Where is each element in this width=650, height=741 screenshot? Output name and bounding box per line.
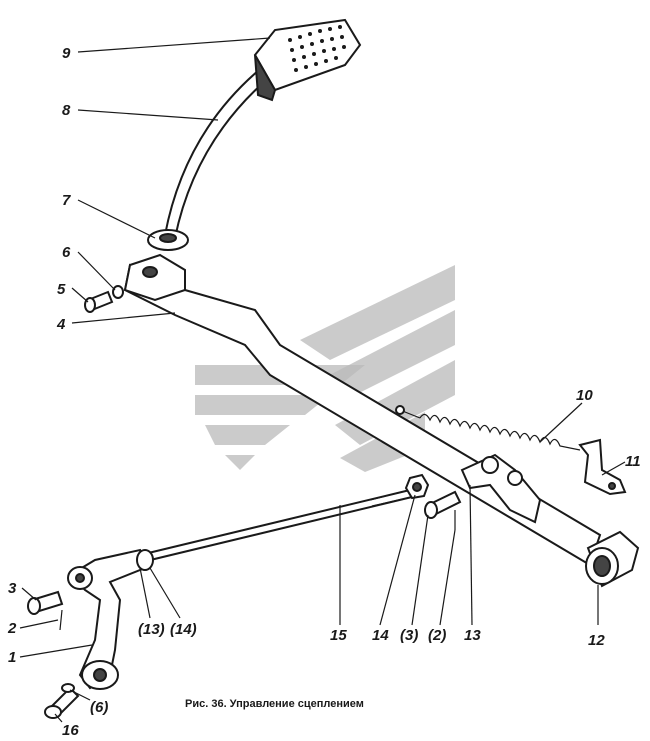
top-bolt xyxy=(84,285,124,313)
leader-4 xyxy=(71,312,176,324)
leader-9 xyxy=(77,37,271,53)
label-14: 14 xyxy=(372,627,389,644)
pedal-stem xyxy=(163,63,274,240)
label-paren-6: (6) xyxy=(90,699,108,716)
pin-right xyxy=(424,490,462,530)
label-paren-2: (2) xyxy=(428,627,446,644)
return-spring xyxy=(395,405,581,451)
label-8: 8 xyxy=(62,102,71,119)
leader-8 xyxy=(77,109,219,121)
leader-10 xyxy=(539,402,583,443)
label-1: 1 xyxy=(8,649,16,666)
label-2: 2 xyxy=(7,620,17,637)
leader-14 xyxy=(379,494,416,626)
clutch-rod xyxy=(138,488,414,564)
spring-bracket xyxy=(578,438,627,496)
leader-3 xyxy=(21,587,37,601)
label-3: 3 xyxy=(8,580,17,597)
leader-11 xyxy=(601,461,626,476)
main-lever xyxy=(123,253,602,567)
label-5: 5 xyxy=(57,281,66,298)
leader-7 xyxy=(77,199,156,239)
rod-nut xyxy=(404,473,430,500)
leader-lines xyxy=(19,37,626,723)
label-16: 16 xyxy=(62,722,79,739)
leader-6 xyxy=(77,251,116,291)
figure-caption: Рис. 36. Управление сцеплением xyxy=(185,698,364,710)
label-10: 10 xyxy=(576,387,593,404)
label-7: 7 xyxy=(62,192,71,209)
leader-p13 xyxy=(139,567,151,619)
leader-p6 xyxy=(69,689,91,701)
bottom-bolt xyxy=(44,683,80,719)
label-15: 15 xyxy=(330,627,347,644)
label-6: 6 xyxy=(62,244,71,261)
leader-2 xyxy=(19,619,59,629)
label-4: 4 xyxy=(56,316,66,333)
leader-16 xyxy=(54,713,63,723)
label-paren-3: (3) xyxy=(400,627,418,644)
bracket xyxy=(460,453,542,524)
leader-1 xyxy=(19,644,93,658)
label-paren-13: (13) xyxy=(138,621,165,638)
label-13: 13 xyxy=(464,627,481,644)
lever-boss xyxy=(585,530,640,588)
leader-13 xyxy=(469,484,473,626)
leader-p14 xyxy=(149,567,181,619)
leader-p2 xyxy=(439,529,456,626)
label-paren-14: (14) xyxy=(170,621,197,638)
label-12: 12 xyxy=(588,632,605,649)
leader-p3 xyxy=(411,514,429,626)
stem-ring xyxy=(147,229,189,251)
label-11: 11 xyxy=(625,453,641,470)
lower-lever xyxy=(67,548,154,690)
pedal-pad xyxy=(253,18,362,102)
leader-5 xyxy=(71,287,89,303)
label-9: 9 xyxy=(62,45,71,62)
callout-labels: 9 8 7 6 5 4 10 11 12 13 14 15 (3) (2) (1… xyxy=(7,45,641,739)
